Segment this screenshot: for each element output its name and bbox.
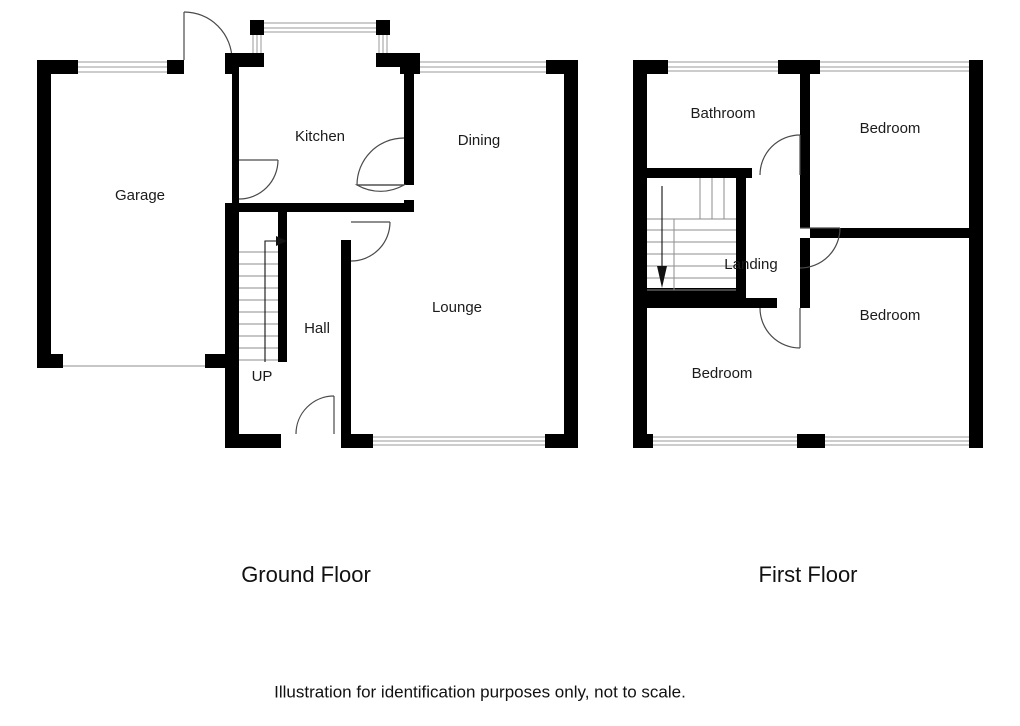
bathroom-door [759,134,801,176]
rear-bedroom-bottom-window [825,434,969,448]
bathroom-room: Bathroom [633,68,810,178]
bathroom-top-wall-left [633,60,668,74]
landing-area: Landing [647,178,841,349]
garage-left-wall [37,60,51,368]
kitchen-dining-door [354,137,407,192]
east-outer-wall [564,60,578,440]
landing-bottom-jamb [800,298,810,308]
ground-floor-stairs [239,236,287,362]
first-floor-west-wall [633,60,647,448]
lounge-left-wall [341,240,351,448]
room-label-garage: Garage [115,187,165,204]
first-floor-stairs [647,178,736,291]
stairs-hall-partition [278,212,287,362]
garage-bottom-left-wall [37,354,63,368]
kitchen-rear-wall-left [225,53,264,67]
first-floor-plan: Bathroom Bedroom [633,60,983,587]
garage-top-wall-right [167,60,184,74]
room-label-rear-bedroom: Bedroom [860,307,921,324]
first-floor-east-wall [969,60,983,448]
disclaimer-text: Illustration for identification purposes… [274,682,686,701]
dining-top-wall-left [400,60,420,74]
garage-top-window [78,60,167,74]
third-bedroom-door [759,307,801,349]
room-label-front-bedroom: Bedroom [860,120,921,137]
landing-bottom-wall [647,298,777,308]
room-label-kitchen: Kitchen [295,128,345,145]
rear-bedroom-door [799,227,841,269]
front-bedroom-room: Bedroom [810,120,969,238]
landing-east-partition-upper [800,178,810,228]
front-door [295,395,335,435]
stairs-up-label: UP [252,368,273,385]
kitchen-garage-door [238,159,279,200]
ground-floor-title: Ground Floor [241,562,371,587]
garage-entry-door [183,11,233,61]
right-bedrooms-divider [810,228,969,238]
room-label-hall: Hall [304,320,330,337]
lounge-bottom-window [373,434,545,448]
room-label-lounge: Lounge [432,299,482,316]
front-bedroom-top-window [820,60,969,74]
hall-bottom-wall-right [341,434,351,448]
lounge-room: Lounge [341,221,578,448]
rear-bedroom-room: Bedroom [860,307,921,324]
first-floor-title: First Floor [759,562,858,587]
room-label-bathroom: Bathroom [690,105,755,122]
kitchen-bay-right-window [376,35,390,53]
kitchen-bay-top-window [264,20,376,35]
lounge-bottom-wall-right [545,434,578,448]
landing-stairwell-bottom-wall [647,288,746,298]
third-bedroom-room: Bedroom [692,365,753,382]
kitchen-dining-partition-upper [404,60,414,185]
bathroom-bottom-wall [633,168,752,178]
garage-right-wall [232,60,239,208]
room-label-dining: Dining [458,132,501,149]
kitchen-bay-topleft-corner [250,20,264,35]
room-label-third-bedroom: Bedroom [692,365,753,382]
dining-room: Dining [400,60,578,440]
kitchen-room: Kitchen [225,20,420,212]
hall-lounge-door [350,221,391,262]
ground-floor-plan: Garage [37,11,578,587]
bathroom-top-window [668,60,778,74]
dining-top-window [420,60,546,74]
first-floor-bottom-wall-pier [797,434,825,448]
garage-top-wall-left [37,60,78,74]
third-bedroom-bottom-window [653,434,797,448]
first-floor-bottom-wall-left [633,434,653,448]
kitchen-bay-left-window [250,35,264,53]
landing-west-partition [736,178,746,288]
bathroom-east-partition [800,68,810,175]
hall-left-wall [225,203,239,448]
bathroom-bedroom-top-pier [778,60,820,74]
room-label-landing: Landing [724,256,777,273]
hall-room: UP Hall [225,203,351,448]
kitchen-bottom-wall [239,203,414,212]
kitchen-bay-topright-corner [376,20,390,35]
hall-bottom-wall-left [225,434,281,448]
bathroom-door-jamb [800,168,810,178]
garage-room: Garage [37,11,239,368]
